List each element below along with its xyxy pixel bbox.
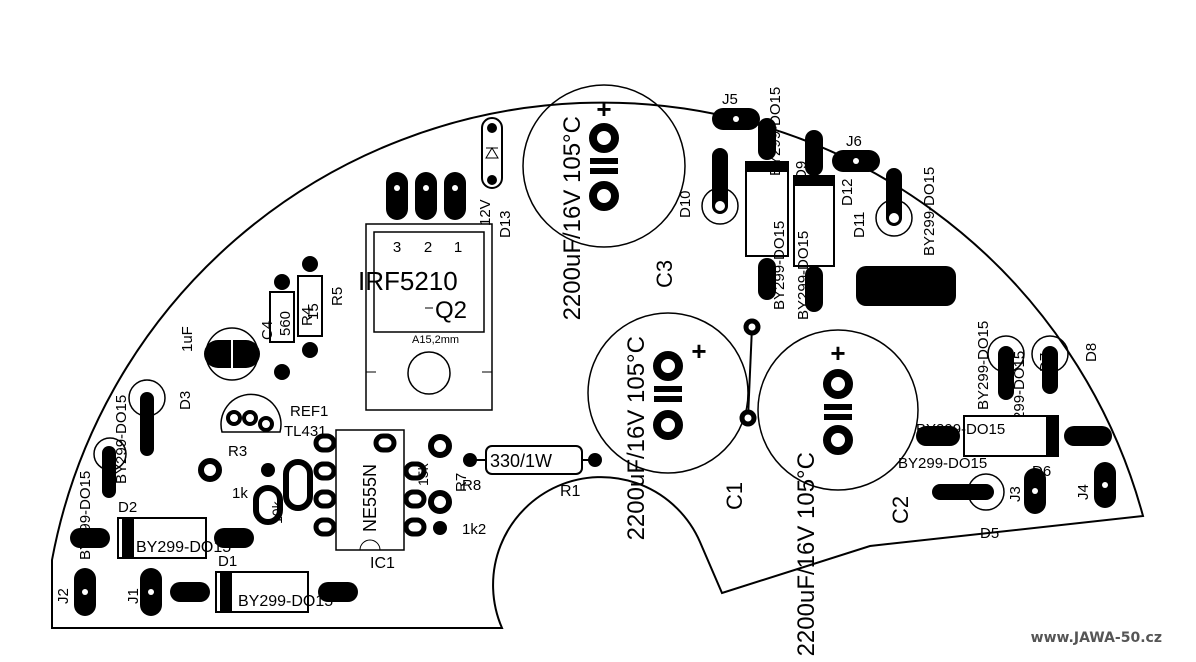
d9-part: BY299-DO15 <box>795 231 812 320</box>
ic1-part: NE555N <box>360 464 380 532</box>
c2-value: 2200uF/16V 105°C <box>793 452 820 656</box>
d1-value: BY299-DO15 <box>238 593 333 610</box>
j1-label: J1 <box>125 588 142 604</box>
d11-label: D11 <box>851 212 868 238</box>
j2-label: J2 <box>55 588 72 604</box>
j3-label: J3 <box>1007 486 1024 502</box>
q2-label: Q2 <box>435 297 467 324</box>
c2-plus: + <box>830 338 845 368</box>
d10-label: D10 <box>677 190 694 218</box>
diode-d11: BY299-DO15 BY299-DO15 D11 <box>745 87 868 310</box>
d2-label: D2 <box>118 499 137 516</box>
d12-part: BY299-DO15 <box>921 167 938 256</box>
diode-d3: D3 BY299-DO15 <box>113 379 194 484</box>
r3-label: R3 <box>228 443 247 460</box>
ic1-label: IC1 <box>370 555 395 572</box>
link-wire <box>739 318 761 427</box>
j5-label: J5 <box>722 91 738 108</box>
capacitor-c4: 1uF <box>179 326 260 381</box>
d13-value: 12V <box>477 199 494 226</box>
c3-label: C3 <box>652 260 677 288</box>
d13-label: D13 <box>497 210 514 238</box>
diode-d10: D10 <box>677 148 739 225</box>
c3-plus: + <box>596 94 611 124</box>
q2-part: IRF5210 <box>358 266 458 296</box>
resistor-r4: 560 C4 <box>259 274 295 380</box>
transistor-q2: 3 2 1 IRF5210 Q2 A15,2mm <box>358 172 493 411</box>
q2-pin3: 3 <box>393 239 401 256</box>
d8-label: D8 <box>1083 343 1100 362</box>
d7-part: BY299-DO15 <box>975 321 992 410</box>
resistor-r1: 330/1W R1 <box>463 445 602 500</box>
r3-value: 1k <box>232 485 248 502</box>
d6-part-top: BY299-DO15 <box>916 421 1005 438</box>
capacitor-c1: + 2200uF/16V 105°C C1 <box>587 312 749 540</box>
jumper-j5: J5 <box>712 91 760 130</box>
d5-label: D5 <box>980 525 999 542</box>
jumper-j4: J4 <box>1075 462 1116 508</box>
r1-label: R1 <box>560 483 581 500</box>
resistor-r5: 15 R4 R5 <box>297 256 346 358</box>
resistor-r7: 15k R7 R8 1k2 <box>415 434 486 538</box>
diode-d13: 12V D13 <box>477 117 514 238</box>
diode-d2: BY299-DO15 D2 BY299-DO15 <box>70 437 254 560</box>
capacitor-c2: + 2200uF/16V 105°C C2 <box>757 329 919 656</box>
board-outline <box>51 101 1145 629</box>
d3-label: D3 <box>177 391 194 410</box>
r2-value: 10k <box>269 500 285 524</box>
diode-d9: BY299-DO15 D9 <box>793 130 835 320</box>
r1-value: 330/1W <box>490 451 552 471</box>
j6-label: J6 <box>846 133 862 150</box>
jumper-j1: J1 <box>125 568 162 616</box>
c2-label: C2 <box>888 496 913 524</box>
watermark: www.JAWA-50.cz <box>1030 630 1162 646</box>
r7-value: 15k <box>415 462 431 486</box>
c1-label: C1 <box>722 482 747 510</box>
d2-value: BY299-DO15 <box>136 539 231 556</box>
r8-value: 1k2 <box>462 521 486 538</box>
ref1-label: REF1 <box>290 403 328 420</box>
r4-label: R4 <box>299 307 316 326</box>
d3-part: BY299-DO15 <box>113 395 130 484</box>
resistor-r3: R3 1k <box>198 443 275 502</box>
q2-pin2: 2 <box>424 239 432 256</box>
ic1: NE555N IC1 <box>313 429 427 572</box>
diode-d1: D1 BY299-DO15 <box>170 553 358 613</box>
capacitor-c3: + 2200uF/16V 105°C C3 <box>522 84 686 320</box>
diode-d5: D5 <box>932 473 1005 542</box>
diode-d12: D12 BY299-DO15 <box>839 167 938 256</box>
jumper-j2: J2 <box>55 568 96 616</box>
reference-ref1: REF1 TL431 <box>220 393 328 440</box>
d9-label: D9 <box>793 161 810 180</box>
d11-part: BY299-DO15 <box>771 221 788 310</box>
d12-label: D12 <box>839 178 856 206</box>
r5-label: R5 <box>329 287 346 306</box>
solder-pad <box>856 266 956 306</box>
jumper-j6: J6 <box>832 133 880 172</box>
d1-label: D1 <box>218 553 237 570</box>
j4-label: J4 <box>1075 484 1092 500</box>
q2-pin1: 1 <box>454 239 462 256</box>
c1-value: 2200uF/16V 105°C <box>623 336 650 540</box>
jumper-j3: J3 <box>1007 468 1046 514</box>
c4-label: C4 <box>259 321 276 340</box>
r7-label: R7 <box>453 473 470 492</box>
d6-part: BY299-DO15 <box>898 455 987 472</box>
ref1-part: TL431 <box>284 423 327 440</box>
c4-value: 1uF <box>179 326 196 352</box>
resistor-r2: 10k <box>253 459 313 525</box>
r5-value: 15 <box>305 303 322 320</box>
r8-label: R8 <box>462 477 481 494</box>
c3-value: 2200uF/16V 105°C <box>559 116 586 320</box>
diode-d6: BY299-DO15 BY299-DO15 D6 <box>898 415 1112 480</box>
r4-value: 560 <box>277 311 294 336</box>
c1-plus: + <box>691 336 706 366</box>
q2-heatsink: A15,2mm <box>412 334 459 346</box>
d11-part-top: BY299-DO15 <box>767 87 784 176</box>
